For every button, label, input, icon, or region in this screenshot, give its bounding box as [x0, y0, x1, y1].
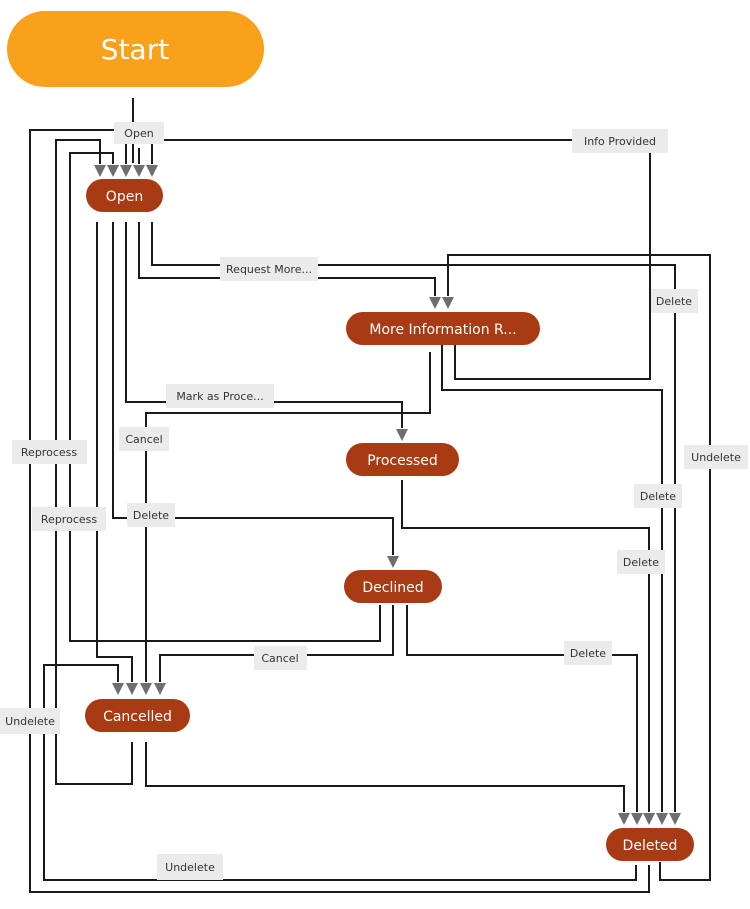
- svg-text:Delete: Delete: [640, 490, 676, 503]
- state-processed-label: Processed: [367, 453, 438, 469]
- state-processed[interactable]: Processed: [346, 443, 459, 476]
- svg-text:Undelete: Undelete: [165, 861, 215, 874]
- svg-text:Request More...: Request More...: [226, 263, 312, 276]
- connector-lines: [29, 98, 711, 893]
- edge-open-declined: [112, 222, 394, 555]
- arrow-processed: [396, 429, 408, 441]
- state-more-information-label: More Information R...: [369, 322, 516, 338]
- label-info-provided: Info Provided: [572, 129, 668, 153]
- label-cancel-open: Cancel: [119, 427, 169, 451]
- arrow-open-4: [133, 165, 145, 177]
- edge-undelete-bottom: [29, 129, 650, 893]
- label-delete-declined: Delete: [564, 641, 612, 665]
- edge-delete-more-info: [441, 345, 663, 812]
- state-open[interactable]: Open: [86, 179, 163, 212]
- edge-cancelled-deleted: [145, 742, 625, 812]
- svg-text:Open: Open: [124, 127, 153, 140]
- label-delete-open: Delete: [127, 503, 175, 527]
- state-declined-label: Declined: [362, 580, 423, 596]
- label-undelete-right: Undelete: [684, 445, 748, 469]
- arrow-deleted-2: [631, 813, 643, 825]
- edge-delete-open: [151, 222, 676, 812]
- arrow-open-3: [120, 165, 132, 177]
- label-delete-declined-side: Delete: [617, 550, 665, 574]
- arrow-deleted-5: [669, 813, 681, 825]
- svg-text:Delete: Delete: [570, 647, 606, 660]
- state-open-label: Open: [106, 189, 143, 205]
- state-deleted[interactable]: Deleted: [606, 828, 694, 861]
- state-cancelled[interactable]: Cancelled: [85, 699, 190, 732]
- edge-cancel-declined: [159, 605, 394, 682]
- arrow-cancelled-2: [126, 683, 138, 695]
- label-undelete-left: Undelete: [0, 708, 60, 734]
- svg-text:Delete: Delete: [133, 509, 169, 522]
- state-nodes: Start Open More Information R... Process…: [7, 11, 694, 861]
- arrow-open-1: [94, 165, 106, 177]
- svg-text:Undelete: Undelete: [5, 715, 55, 728]
- svg-text:Reprocess: Reprocess: [21, 446, 77, 459]
- state-declined[interactable]: Declined: [344, 570, 442, 603]
- svg-text:Undelete: Undelete: [691, 451, 741, 464]
- label-delete-processed: Delete: [634, 484, 682, 508]
- arrow-cancelled-4: [154, 683, 166, 695]
- label-delete-more-info: Delete: [651, 289, 698, 313]
- arrow-cancelled-1: [112, 683, 124, 695]
- svg-text:Cancel: Cancel: [261, 652, 298, 665]
- edge-delete-declined: [406, 605, 638, 812]
- arrow-open-2: [107, 165, 119, 177]
- arrow-open-5: [146, 165, 158, 177]
- edge-reprocess-declined: [69, 152, 381, 642]
- label-mark-processed: Mark as Proce...: [166, 384, 274, 408]
- label-reprocess-declined: Reprocess: [32, 507, 106, 531]
- label-reprocess-cancelled: Reprocess: [12, 440, 87, 464]
- arrow-cancelled-3: [140, 683, 152, 695]
- arrow-more-info-2: [442, 297, 454, 309]
- arrow-deleted-1: [618, 813, 630, 825]
- label-undelete-bottom: Undelete: [157, 854, 223, 880]
- label-request-more: Request More...: [220, 257, 318, 281]
- edge-open-cancelled: [96, 222, 133, 682]
- svg-text:Cancel: Cancel: [125, 433, 162, 446]
- transition-labels: Open Info Provided Request More... Delet…: [0, 122, 748, 880]
- svg-text:Delete: Delete: [656, 295, 692, 308]
- arrow-declined: [387, 556, 399, 568]
- edge-undelete-left: [43, 664, 637, 881]
- label-start-open: Open: [114, 122, 164, 144]
- state-deleted-label: Deleted: [623, 838, 678, 854]
- arrowheads: [94, 165, 681, 825]
- svg-text:Reprocess: Reprocess: [41, 513, 97, 526]
- state-more-information[interactable]: More Information R...: [346, 312, 540, 345]
- svg-text:Info Provided: Info Provided: [584, 135, 656, 148]
- arrow-deleted-3: [643, 813, 655, 825]
- arrow-deleted-4: [656, 813, 668, 825]
- edge-undelete-right: [447, 254, 711, 881]
- start-node[interactable]: Start: [7, 11, 264, 87]
- start-label: Start: [101, 33, 169, 66]
- svg-text:Delete: Delete: [623, 556, 659, 569]
- edge-delete-processed: [401, 480, 650, 812]
- state-cancelled-label: Cancelled: [103, 709, 172, 725]
- edge-cancel-more-info: [145, 352, 431, 682]
- svg-text:Mark as Proce...: Mark as Proce...: [176, 390, 263, 403]
- label-cancel-declined: Cancel: [254, 646, 307, 670]
- arrow-more-info-1: [429, 297, 441, 309]
